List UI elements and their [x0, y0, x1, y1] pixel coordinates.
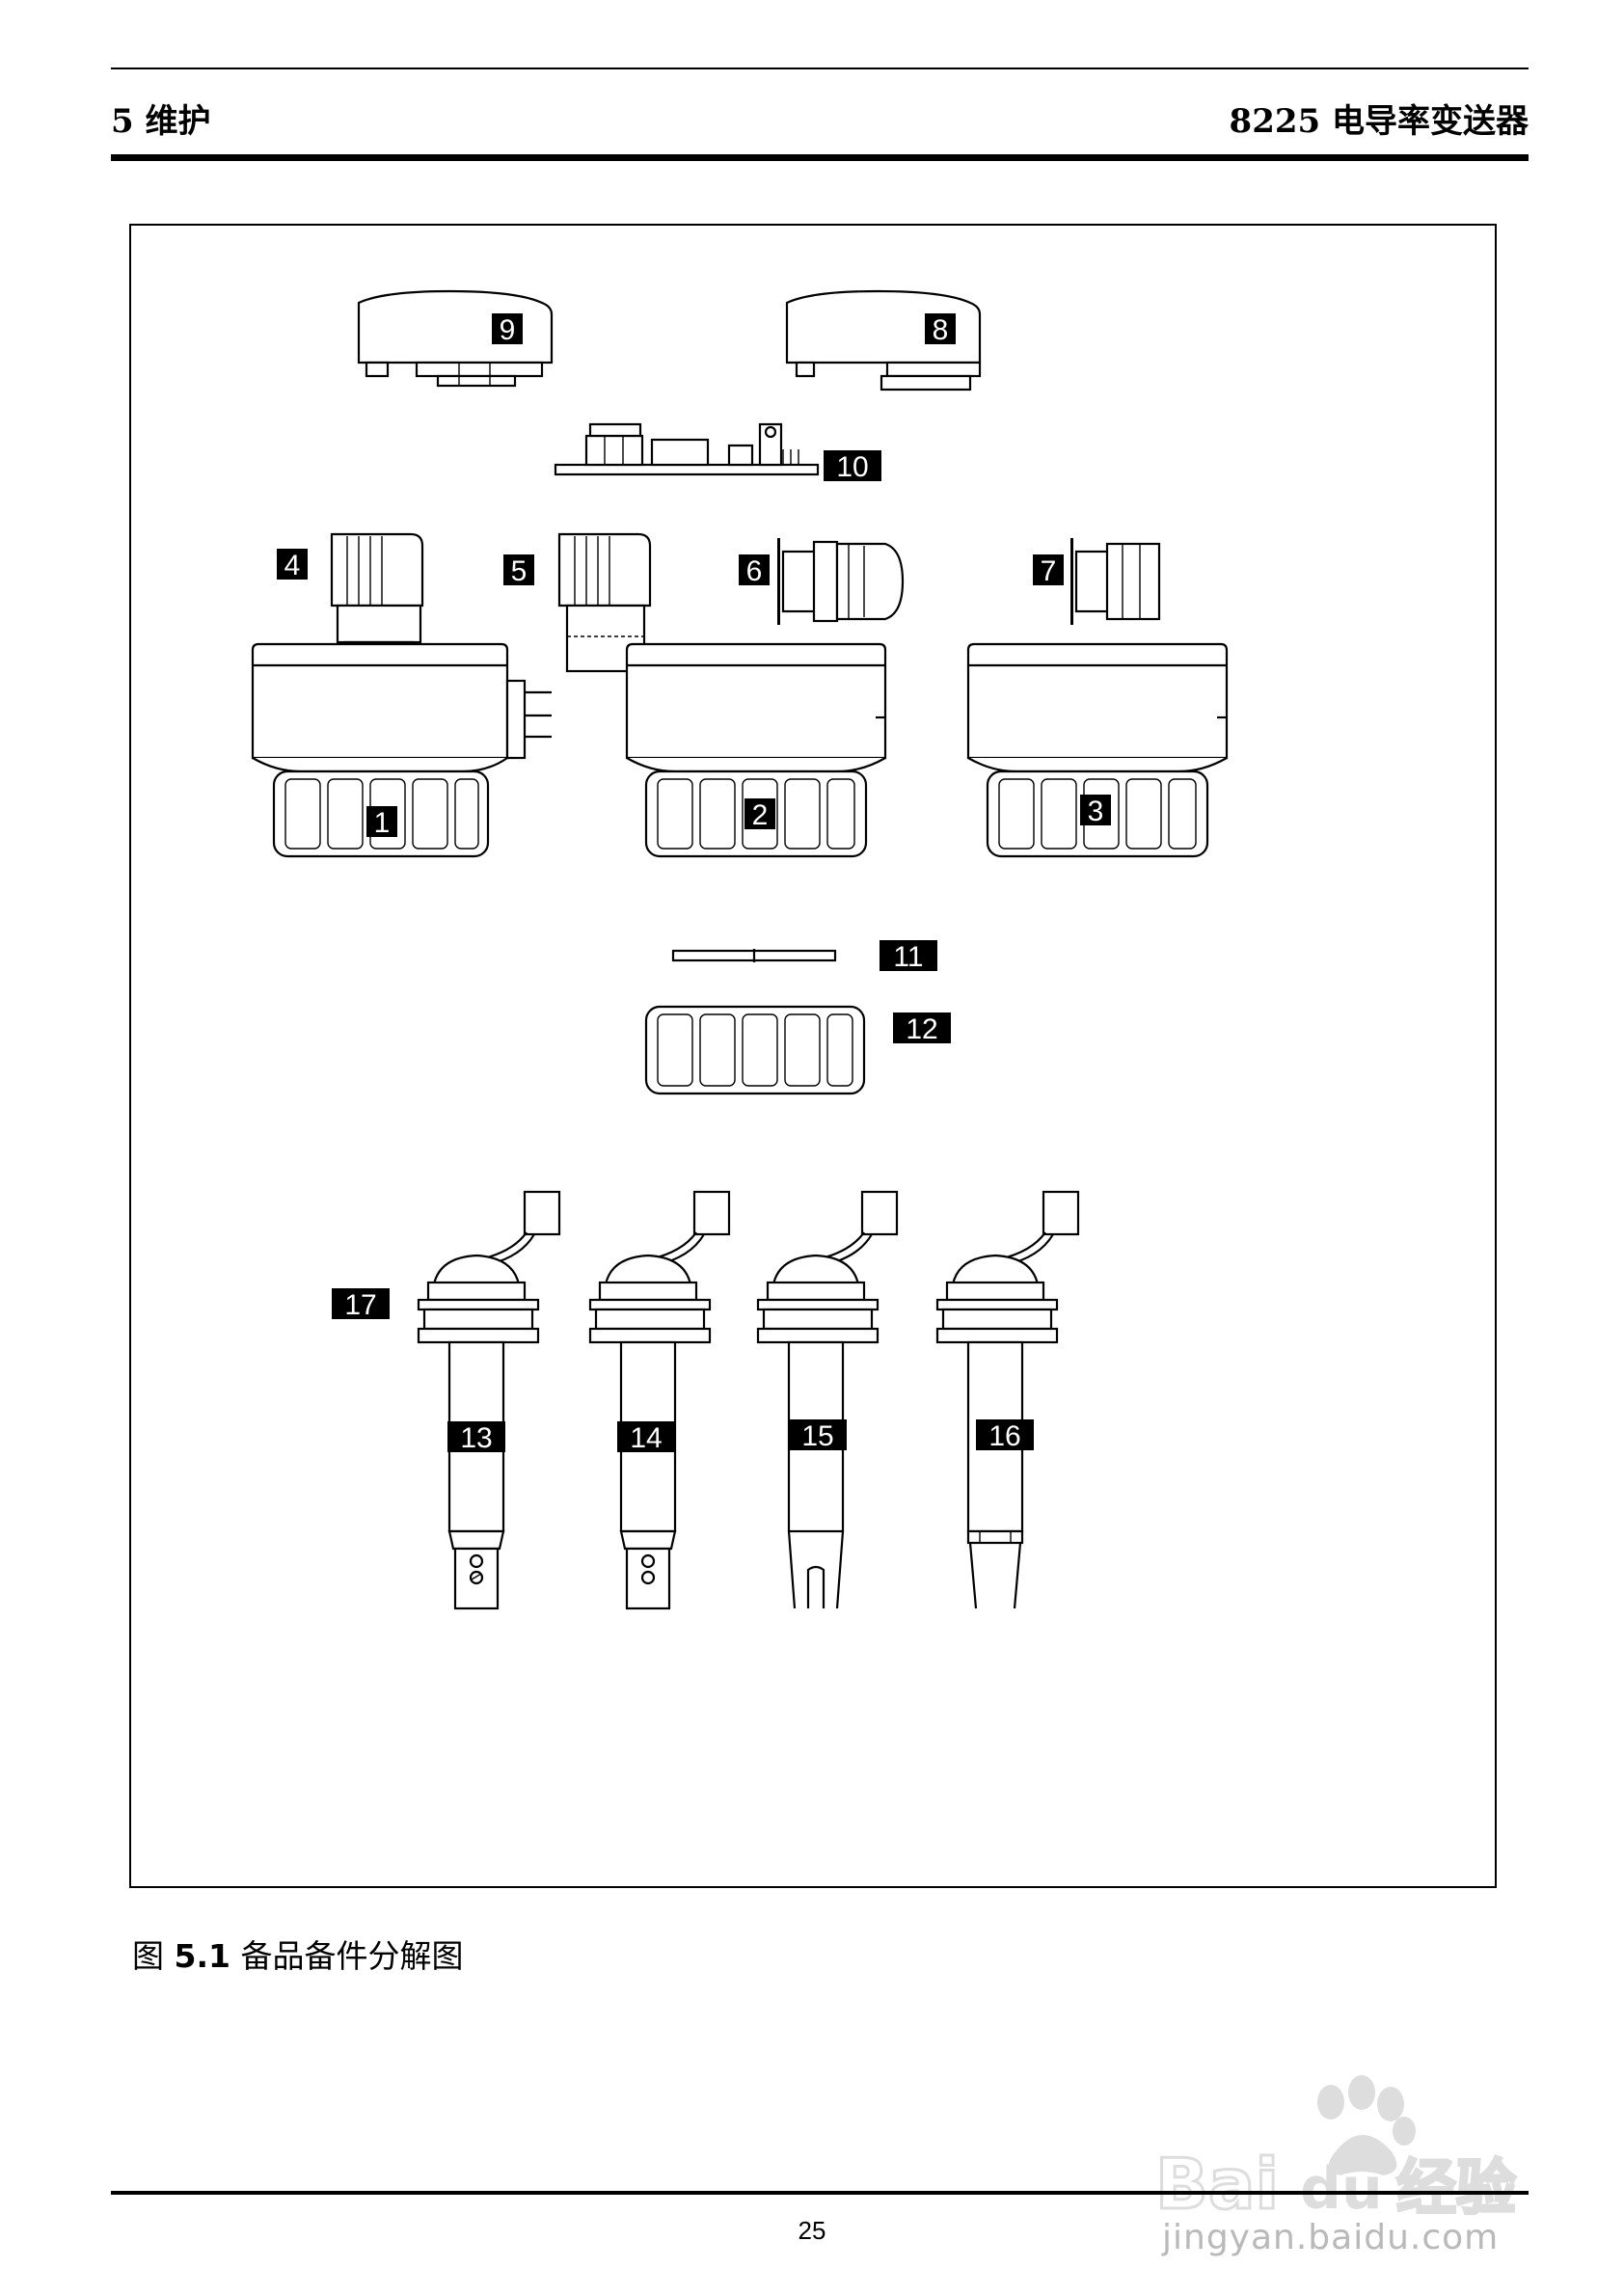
callout-labels — [277, 313, 1111, 1452]
svg-text:du: du — [1300, 2155, 1383, 2223]
callout-9-box — [492, 313, 523, 344]
footer-rule — [111, 2191, 1529, 2195]
part-8-housing-cover — [785, 289, 982, 392]
callout-16: 16 — [988, 1420, 1020, 1452]
part-14-sensor — [588, 1190, 731, 1610]
spare-parts-drawing: 9 8 10 4 5 6 7 1 2 3 11 12 17 13 14 15 1… — [251, 289, 1229, 1610]
callout-13: 13 — [460, 1422, 492, 1454]
callout-10-box — [824, 450, 881, 481]
header-bottom-rule — [111, 154, 1529, 161]
callout-4: 4 — [284, 550, 301, 581]
header-top-rule — [111, 68, 1529, 69]
callout-texts: 9 8 10 4 5 6 7 1 2 3 11 12 17 13 14 15 1… — [284, 314, 1104, 1454]
part-6-cable-gland — [777, 538, 905, 625]
caption-number: 5.1 — [174, 1937, 230, 1975]
svg-text:经验: 经验 — [1396, 2152, 1516, 2223]
part-10-circuit-board — [554, 422, 820, 476]
callout-16-box — [976, 1419, 1034, 1450]
callout-1-box — [366, 806, 397, 837]
part-15-sensor — [756, 1190, 899, 1609]
callout-13-box — [447, 1421, 505, 1452]
callout-7: 7 — [1041, 555, 1057, 587]
callout-17: 17 — [344, 1289, 376, 1321]
callout-15-box — [789, 1419, 847, 1450]
callout-6: 6 — [746, 555, 763, 587]
caption-text: 备品备件分解图 — [230, 1937, 464, 1975]
callout-2: 2 — [752, 799, 769, 831]
part-7-blanking-plug — [1070, 538, 1161, 625]
baidu-watermark-logo: Bai du 经验 — [1154, 2075, 1518, 2227]
callout-1: 1 — [374, 807, 391, 839]
part-9-housing-cover — [357, 289, 554, 388]
page-number: 25 — [798, 2216, 826, 2245]
callout-3: 3 — [1088, 796, 1104, 827]
header-product-title: 8225 电导率变送器 — [1229, 102, 1529, 141]
callout-14: 14 — [630, 1422, 662, 1454]
part-5-angle-connector — [557, 532, 652, 673]
callout-11-box — [880, 940, 937, 971]
callout-11: 11 — [893, 941, 923, 973]
callout-5-box — [503, 554, 534, 585]
svg-text:Bai: Bai — [1155, 2144, 1279, 2225]
caption-prefix: 图 — [132, 1937, 175, 1975]
callout-3-box — [1080, 795, 1111, 825]
callout-17-box — [332, 1288, 390, 1319]
header-section-title: 5 维护 — [111, 102, 211, 141]
callout-2-box — [744, 798, 775, 829]
part-13-sensor — [417, 1190, 561, 1610]
callout-6-box — [739, 554, 770, 585]
part-16-sensor — [935, 1190, 1080, 1609]
callout-10: 10 — [836, 451, 868, 483]
watermark-url: jingyan.baidu.com — [1162, 2218, 1500, 2257]
callout-15: 15 — [801, 1420, 833, 1452]
callout-8-box — [925, 313, 956, 344]
part-12-locking-nut — [644, 1005, 866, 1095]
exploded-parts-figure: 9 8 10 4 5 6 7 1 2 3 11 12 17 13 14 15 1… — [129, 224, 1497, 1888]
callout-12-box — [893, 1012, 951, 1043]
callout-4-box — [277, 549, 308, 580]
callout-9: 9 — [500, 314, 516, 346]
part-11-seal-ring — [671, 949, 837, 962]
callout-12: 12 — [906, 1013, 937, 1045]
part-1-housing-base — [251, 642, 552, 858]
callout-5: 5 — [511, 555, 528, 587]
callout-14-box — [617, 1421, 675, 1452]
callout-8: 8 — [933, 314, 949, 346]
figure-caption: 图 5.1 备品备件分解图 — [132, 1930, 463, 1977]
callout-7-box — [1033, 554, 1064, 585]
